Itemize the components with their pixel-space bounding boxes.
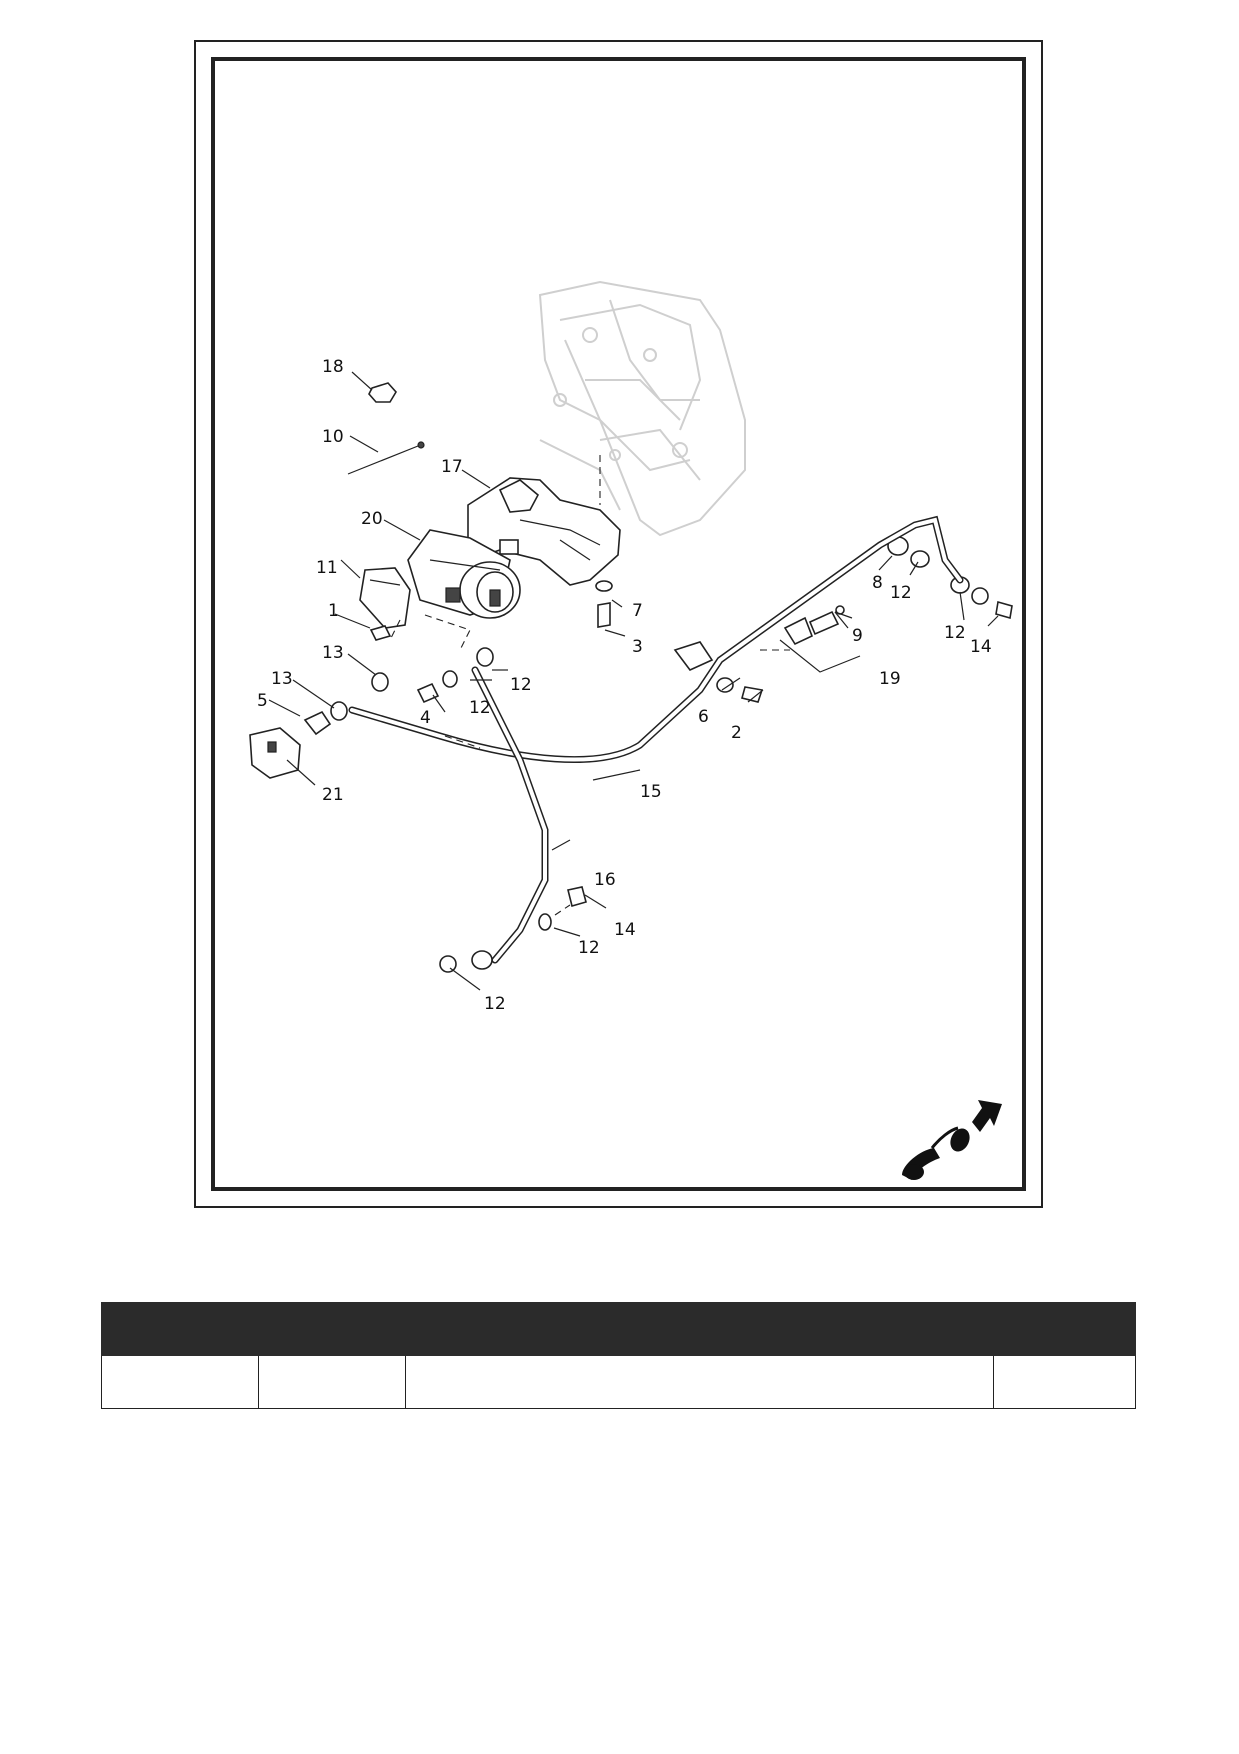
callout-12d: 12 [944, 623, 966, 643]
callout-16: 16 [594, 870, 616, 890]
callout-7: 7 [632, 601, 643, 621]
diagram-inner-frame [211, 57, 1026, 1191]
callout-labels: 18 10 17 20 11 1 13 13 5 21 4 12 12 7 3 … [257, 357, 992, 1014]
callout-12e: 12 [578, 938, 600, 958]
direction-arrow-icon [902, 1100, 1002, 1180]
callout-9: 9 [852, 626, 863, 646]
callout-20: 20 [361, 509, 383, 529]
part-18-cap [368, 382, 397, 403]
callout-1: 1 [328, 601, 339, 621]
callout-21: 21 [322, 785, 344, 805]
callout-11: 11 [316, 558, 338, 578]
callout-8: 8 [872, 573, 883, 593]
callout-14a: 14 [970, 637, 992, 657]
part-10-cable-tie [347, 441, 425, 475]
callout-4: 4 [420, 708, 431, 728]
callout-10: 10 [322, 427, 344, 447]
callout-14b: 14 [614, 920, 636, 940]
cables [348, 515, 964, 970]
table-cell [993, 1355, 1136, 1409]
header-cell-4 [993, 1302, 1136, 1356]
callout-13a: 13 [322, 643, 344, 663]
callout-13b: 13 [271, 669, 293, 689]
leader-lines [268, 371, 999, 991]
part-17-bracket [467, 477, 621, 586]
parts-table [101, 1302, 1136, 1409]
header-cell-3 [405, 1302, 994, 1356]
engine-block-ghost [538, 280, 746, 537]
callout-6: 6 [698, 707, 709, 727]
callout-17: 17 [441, 457, 463, 477]
callout-19: 19 [879, 669, 901, 689]
callout-5: 5 [257, 691, 268, 711]
part-11-cover [359, 567, 411, 629]
callout-12f: 12 [484, 994, 506, 1014]
callout-18: 18 [322, 357, 344, 377]
diagram-outer-frame [194, 40, 1043, 1208]
part-20-starter-motor [407, 529, 521, 619]
callout-12a: 12 [469, 698, 491, 718]
assembly-lines [389, 455, 790, 916]
header-cell-2 [258, 1302, 406, 1356]
callout-2: 2 [731, 723, 742, 743]
table-cell [101, 1355, 259, 1409]
part-21-terminal-cover [249, 727, 301, 779]
callout-15: 15 [640, 782, 662, 802]
parts-table-header-row [101, 1302, 1136, 1356]
callout-12b: 12 [510, 675, 532, 695]
table-row [101, 1355, 1136, 1409]
table-cell [405, 1355, 994, 1409]
fasteners [303, 536, 1013, 973]
callout-3: 3 [632, 637, 643, 657]
header-cell-1 [101, 1302, 259, 1356]
table-cell [258, 1355, 406, 1409]
callout-12c: 12 [890, 583, 912, 603]
